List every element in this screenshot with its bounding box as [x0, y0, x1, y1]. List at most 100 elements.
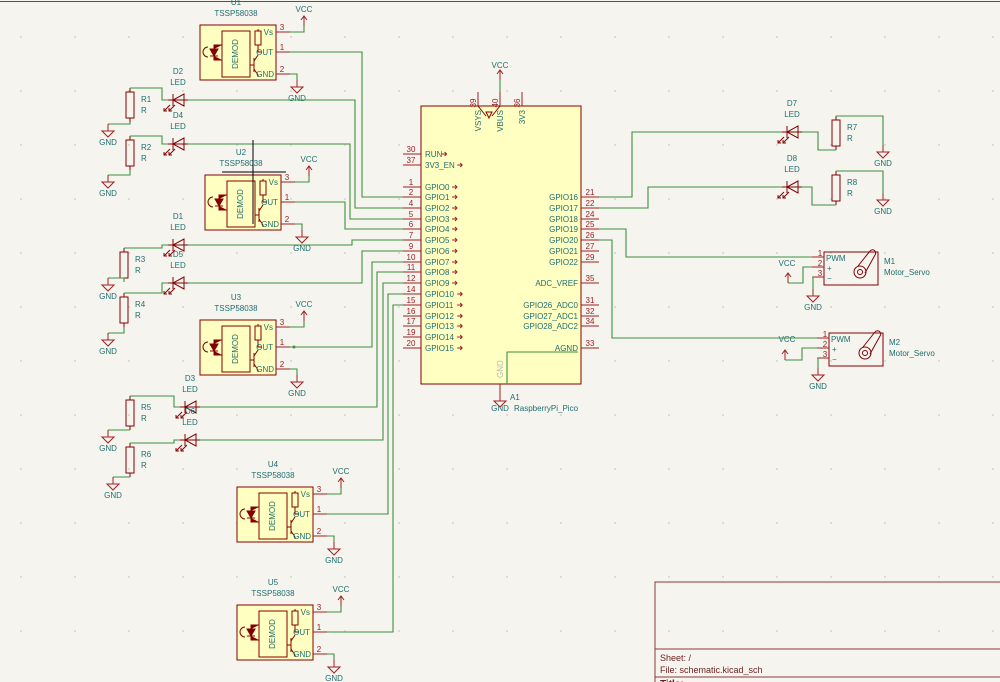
wire[interactable] [295, 223, 303, 230]
wire[interactable] [200, 282, 403, 441]
wire[interactable] [108, 277, 125, 282]
wire[interactable] [188, 143, 403, 220]
wire[interactable] [130, 395, 180, 408]
resistor-body[interactable] [125, 139, 135, 167]
gnd-power-symbol[interactable]: GND [104, 477, 122, 500]
resistor-r8[interactable]: R8R [831, 171, 858, 205]
vcc-power-symbol[interactable] [784, 272, 792, 283]
wire[interactable] [200, 271, 403, 408]
wire[interactable] [188, 99, 403, 209]
gnd-power-symbol[interactable]: GND [325, 660, 343, 682]
wire[interactable] [290, 73, 298, 80]
gnd-power-symbol[interactable]: GND [874, 145, 892, 168]
gnd-power-symbol[interactable]: GND [99, 124, 117, 147]
wire[interactable] [327, 293, 403, 515]
gnd-power-symbol[interactable]: GND [99, 430, 117, 453]
gnd-power-symbol[interactable]: GND [491, 394, 509, 413]
mcu-body[interactable] [420, 105, 582, 385]
wire[interactable] [506, 351, 578, 384]
wire[interactable] [130, 439, 180, 444]
wire[interactable] [327, 488, 342, 495]
wire[interactable] [812, 276, 814, 289]
wire[interactable] [327, 535, 335, 542]
resistor-body[interactable] [125, 91, 135, 119]
wire[interactable] [327, 653, 335, 660]
vcc-power-symbol[interactable]: VCC [296, 5, 313, 26]
wire[interactable] [599, 186, 782, 209]
wire[interactable] [188, 239, 403, 246]
resistor-r5[interactable]: R5R [125, 396, 152, 430]
servo-body[interactable] [828, 332, 884, 367]
resistor-body[interactable] [119, 296, 129, 324]
resistor-r4[interactable]: R4R [119, 293, 146, 327]
wire[interactable] [599, 228, 812, 258]
gnd-power-symbol[interactable]: GND [293, 230, 311, 253]
wire[interactable] [785, 347, 817, 361]
gnd-power-symbol[interactable]: GND [809, 368, 827, 391]
resistor-body[interactable] [831, 119, 841, 147]
wire[interactable] [290, 261, 403, 348]
mcu-raspberrypi-pico[interactable]: 30RUN373V3_EN1GPIO02GPIO14GPIO25GPIO36GP… [403, 92, 599, 413]
wire[interactable] [130, 87, 168, 101]
wire[interactable] [108, 122, 131, 125]
wire[interactable] [290, 368, 298, 375]
title-block[interactable]: Sheet: /File: schematic.kicad_schTitle: [654, 581, 1000, 682]
vcc-power-symbol[interactable]: VCC [333, 585, 350, 606]
wire[interactable] [108, 327, 125, 334]
wire[interactable] [290, 26, 305, 33]
wire[interactable] [124, 282, 168, 294]
gnd-power-symbol[interactable]: GND [288, 80, 306, 103]
resistor-body[interactable] [831, 174, 841, 202]
gnd-power-symbol[interactable]: GND [874, 193, 892, 216]
vcc-power-symbol[interactable]: VCC [296, 300, 313, 321]
resistor-r2[interactable]: R2R [125, 136, 152, 170]
wire[interactable] [599, 239, 817, 339]
wire[interactable] [817, 357, 819, 368]
resistor-r1[interactable]: R1R [125, 88, 152, 122]
wire[interactable] [836, 170, 884, 193]
wire[interactable] [327, 304, 403, 633]
wire[interactable] [108, 170, 131, 176]
wire[interactable] [802, 186, 836, 206]
wire[interactable] [788, 266, 812, 284]
gnd-power-symbol[interactable]: GND [99, 175, 117, 198]
